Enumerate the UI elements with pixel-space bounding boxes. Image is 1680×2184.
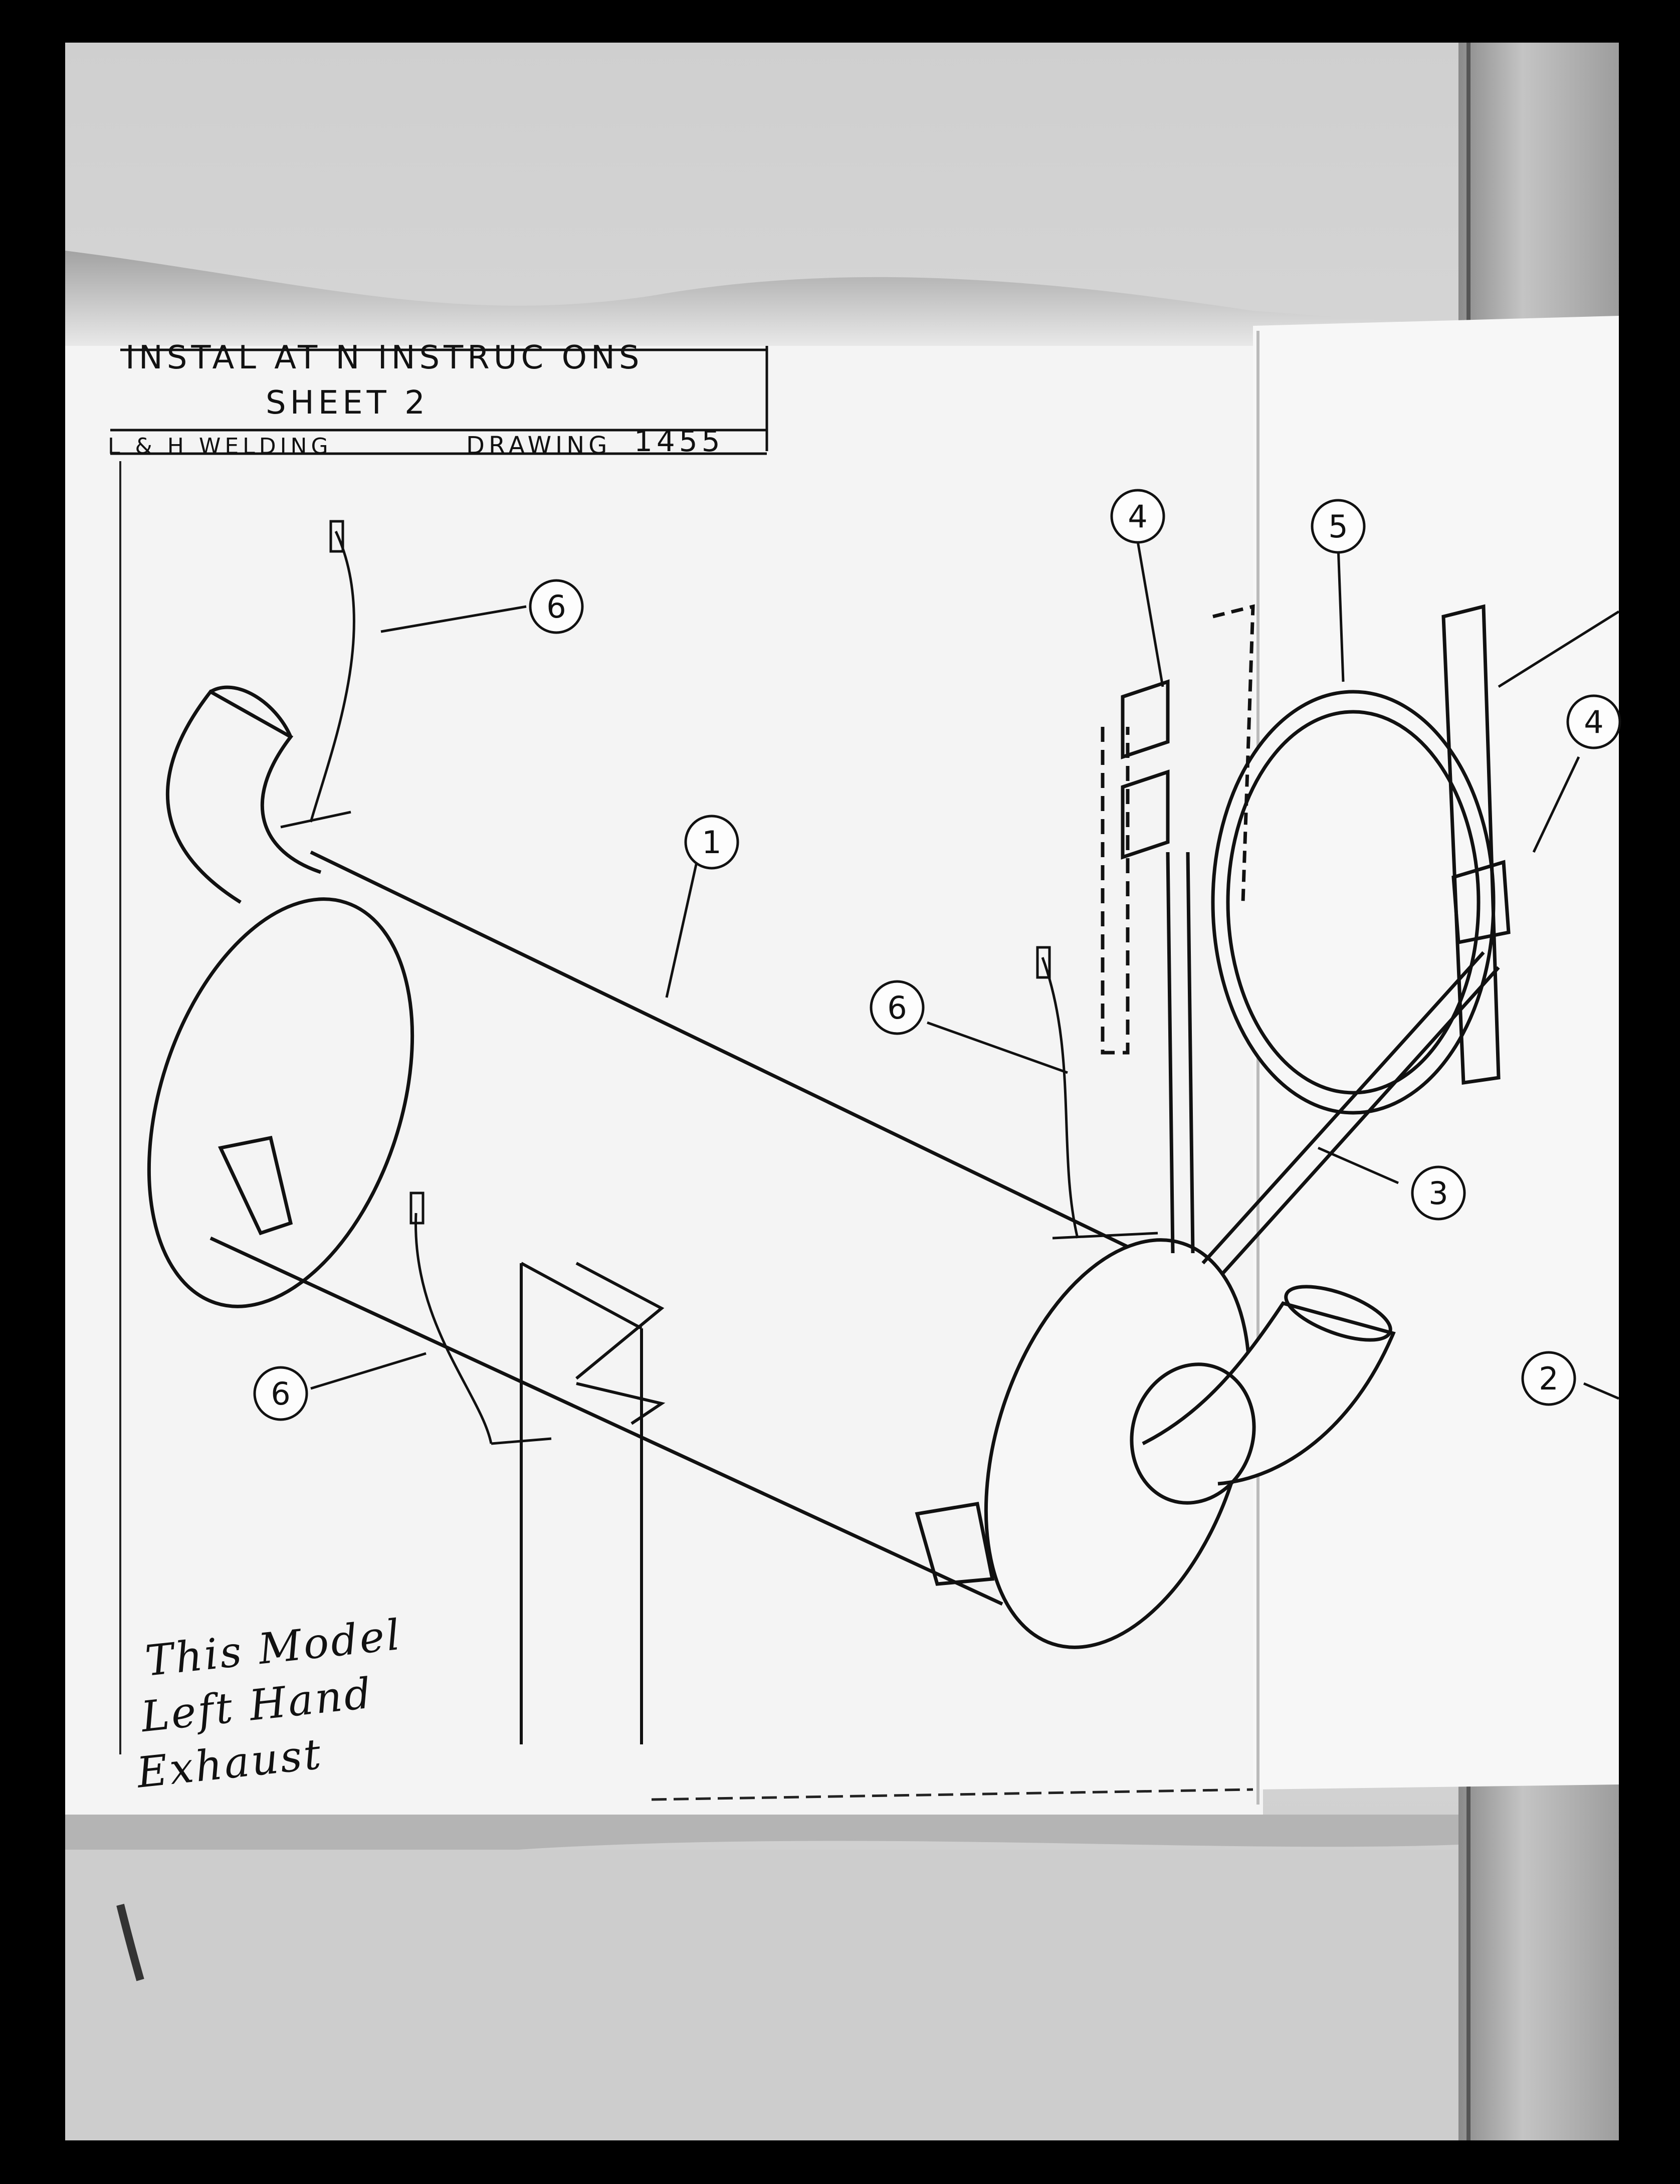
drawing-label: DRAWING [466,432,611,460]
company-name: L & H WELDING [108,434,332,459]
callout-circle-1 [684,815,739,870]
title-block: INSTAL AT N INSTRUC ONS SHEET 2 L & H WE… [108,339,768,460]
callout-circle-6-mid [870,980,925,1035]
callout-5: 5 [1328,508,1348,545]
support-stand [520,1262,666,1744]
callout-circle-5 [1311,499,1366,554]
callout-4-right: 4 [1584,704,1603,740]
callout-2: 2 [1539,1360,1558,1397]
callout-circle-6-top [529,579,584,634]
callout-circle-2 [1521,1351,1576,1406]
callout-circle-4-right [1566,694,1621,749]
callout-circle-6-low [253,1366,308,1421]
callout-circle-4-left [1110,489,1165,544]
title-line-1: INSTAL AT N INSTRUC ONS [125,339,643,376]
callout-4-left: 4 [1128,498,1147,535]
callout-6-top: 6 [546,588,566,625]
callout-3: 3 [1428,1175,1448,1212]
title-line-2: SHEET 2 [266,384,429,422]
callout-circle-3 [1411,1165,1466,1221]
muffler [147,685,1396,1649]
drawing-number: 1455 [634,424,724,458]
leader-lines [310,541,1620,1400]
drawing-sheet [65,346,1263,1815]
cable-hangers [280,520,1158,1445]
callouts [253,489,1621,1421]
callout-6-low: 6 [271,1375,290,1412]
callout-1: 1 [702,824,721,861]
band-clamp [1101,604,1511,1275]
callout-6-mid: 6 [887,989,907,1026]
